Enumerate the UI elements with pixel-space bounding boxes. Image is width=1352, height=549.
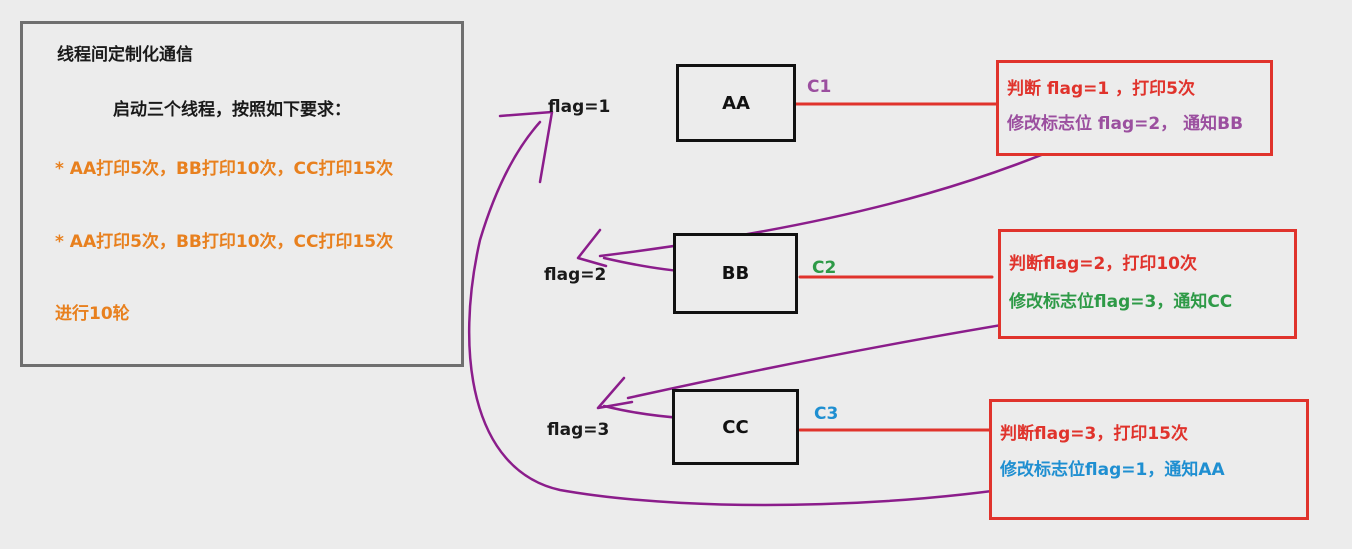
note-aa-update: 修改标志位 flag=2， 通知BB: [1007, 114, 1244, 134]
arrow-bb-to-flag3-head: [596, 376, 634, 410]
arrow-cc-to-flag1-head: [498, 110, 554, 184]
arrow-cc-to-flag3: [602, 404, 684, 420]
condition-c1-label: C1: [807, 77, 832, 97]
thread-cc-label: CC: [722, 416, 749, 438]
arrow-cc-to-flag1: [467, 120, 1092, 507]
condition-c3-label: C3: [814, 404, 839, 424]
condition-c2-label: C2: [812, 258, 837, 278]
requirement-rule-2: * AA打印5次，BB打印10次，CC打印15次: [55, 232, 394, 252]
note-cc-check: 判断flag=3，打印15次: [1000, 424, 1188, 444]
note-bb-update: 修改标志位flag=3，通知CC: [1009, 292, 1233, 312]
note-aa-check: 判断 flag=1 ，打印5次: [1007, 79, 1195, 99]
requirement-rule-1: * AA打印5次，BB打印10次，CC打印15次: [55, 159, 394, 179]
thread-bb-box: BB: [673, 233, 798, 314]
requirements-intro: 启动三个线程，按照如下要求：: [113, 100, 351, 120]
thread-aa-box: AA: [676, 64, 796, 142]
thread-aa-label: AA: [722, 92, 750, 114]
requirement-rounds: 进行10轮: [55, 304, 130, 324]
flag-1-label: flag=1: [548, 97, 611, 117]
note-aa-box: 判断 flag=1 ，打印5次 修改标志位 flag=2， 通知BB: [996, 60, 1273, 156]
requirements-title: 线程间定制化通信: [57, 45, 193, 65]
note-cc-box: 判断flag=3，打印15次 修改标志位flag=1，通知AA: [989, 399, 1309, 520]
note-cc-update: 修改标志位flag=1，通知AA: [1000, 460, 1225, 480]
flag-2-label: flag=2: [544, 265, 607, 285]
thread-bb-label: BB: [721, 263, 750, 284]
flag-3-label: flag=3: [547, 420, 610, 440]
note-bb-check: 判断flag=2，打印10次: [1009, 254, 1197, 274]
requirements-box: 线程间定制化通信 启动三个线程，按照如下要求： * AA打印5次，BB打印10次…: [20, 21, 464, 367]
thread-cc-box: CC: [672, 389, 799, 465]
arrow-aa-to-flag2-head: [576, 228, 608, 268]
note-bb-box: 判断flag=2，打印10次 修改标志位flag=3，通知CC: [998, 229, 1297, 339]
